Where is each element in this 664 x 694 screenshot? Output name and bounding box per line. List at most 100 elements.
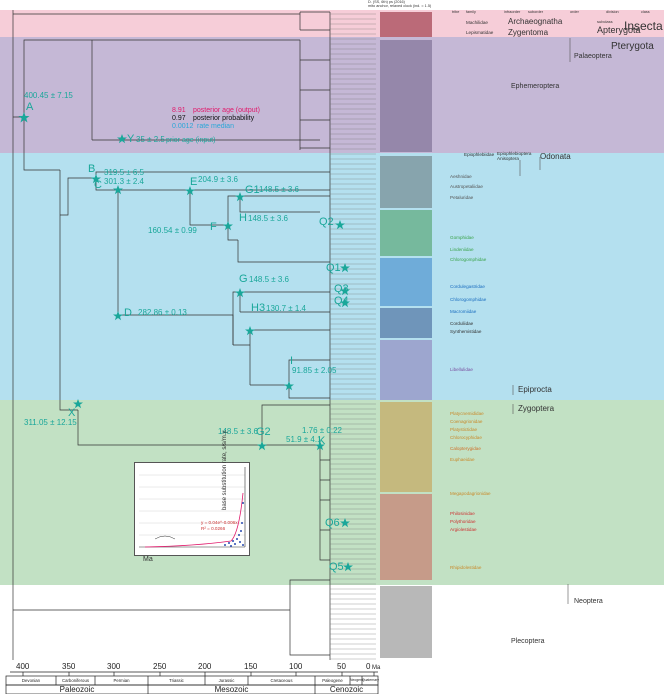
node-Q1: Q1: [326, 262, 341, 274]
node-A-age: 400.45 ± 7.15: [24, 91, 73, 100]
node-H-age: 148.5 ± 3.6: [248, 214, 288, 223]
node-Y-letter: Y: [127, 133, 135, 145]
rank-infraorder: infraorder: [504, 10, 521, 14]
star-G1: [235, 192, 245, 202]
node-X-age: 311.05 ± 12.15: [24, 418, 77, 427]
node-E-letter: E: [190, 176, 198, 188]
node-I-letter: I: [290, 355, 294, 367]
star-X: [73, 399, 83, 409]
node-H-letter: H: [239, 212, 247, 224]
branch-H3: [249, 329, 330, 386]
period-triassic: Triassic: [169, 678, 184, 683]
legend-prob-value: 0.97: [172, 115, 186, 122]
period-permian: Permian: [113, 678, 130, 683]
node-F-letter: F: [210, 221, 217, 233]
family-label: Euphaeidae: [450, 457, 475, 462]
family-label: Cordulegastridae: [450, 284, 485, 289]
period-quaternary: Quaternary: [362, 678, 379, 682]
family-label: Argiolestidae: [450, 527, 477, 532]
node-G-age: 148.5 ± 3.6: [249, 275, 289, 284]
star-A: [18, 112, 30, 123]
taxon-neoptera: Neoptera: [574, 598, 603, 605]
taxon-ephemeroptera: Ephemeroptera: [511, 83, 560, 90]
star-C: [113, 185, 123, 195]
family-label: Lindeniidae: [450, 247, 474, 252]
star-B: [91, 174, 101, 184]
node-D-age: 282.86 ± 0.13: [138, 308, 187, 317]
family-label: Gomphidae: [450, 235, 474, 240]
time-axis: [5, 671, 379, 694]
node-G2-age: 148.5 ± 3.6: [218, 427, 258, 436]
tree-note-1: D. (SS, 6th) ps (2016): [368, 0, 405, 4]
star-D: [113, 311, 123, 321]
taxon-odonata: Odonata: [540, 152, 571, 161]
node-B-letter: B: [88, 163, 96, 175]
star-H3: [245, 326, 255, 336]
star-G2: [257, 441, 267, 451]
family-label: Libellulidae: [450, 367, 473, 372]
tick-400: 400: [16, 662, 30, 671]
period-paleogene: Paleogene: [322, 678, 343, 683]
node-K-age: 51.9 ± 4.1: [286, 435, 322, 444]
tick-100: 100: [289, 662, 303, 671]
star-Q3: [340, 286, 350, 296]
family-label: Polythoridae: [450, 519, 476, 524]
node-E-age: 204.9 ± 3.6: [198, 175, 238, 184]
star-E: [185, 186, 195, 196]
tick-150: 150: [244, 662, 258, 671]
taxon-plecoptera: Plecoptera: [511, 638, 545, 645]
node-C-letter: C: [94, 179, 102, 191]
tick-300: 300: [107, 662, 121, 671]
apterygota-band: [0, 10, 664, 37]
star-Q4: [340, 298, 350, 308]
era-mesozoic: Mesozoic: [214, 685, 249, 694]
family-label: Philosinidae: [450, 511, 475, 516]
era-cenozoic: Cenozoic: [329, 685, 364, 694]
tick-350: 350: [62, 662, 76, 671]
family-label: Macromiidae: [450, 309, 477, 314]
inset-eq1: y = 0.04e^-0.006x: [201, 520, 238, 525]
node-Q6: Q6: [325, 517, 340, 529]
taxon-archaeognatha: Archaeognatha: [508, 17, 563, 26]
star-Y: [117, 134, 127, 144]
star-Q5: [343, 562, 353, 572]
rank-order: order: [570, 10, 579, 14]
inset-eq2: R² = 0.0266: [201, 526, 226, 531]
era-paleozoic: Paleozoic: [59, 685, 95, 694]
rank-class: class: [641, 10, 650, 14]
tick-200: 200: [198, 662, 212, 671]
inset-ylabel: base substitution rate, s/s/m.y.: [222, 429, 228, 510]
node-stars: [18, 112, 353, 572]
node-Q4: Q4: [334, 295, 349, 307]
branch-X: [59, 170, 96, 411]
node-G2-letter: G2: [256, 426, 271, 438]
taxon-zygoptera: Zygoptera: [518, 404, 555, 413]
inset-xlabel: Ma: [143, 556, 153, 563]
tick-0: 0: [366, 662, 371, 671]
legend-rate-value: 0.0012: [172, 123, 194, 130]
tick-250: 250: [153, 662, 167, 671]
family-label: Coenagrionidae: [450, 419, 483, 424]
taxon-anisoptera: Anisoptera: [497, 156, 519, 161]
tick-50: 50: [337, 662, 346, 671]
node-K-letter: K: [318, 435, 326, 447]
rank-suborder: suborder: [528, 10, 543, 14]
taxon-apterygota: Apterygota: [597, 25, 641, 35]
legend-prior-label: prior age (input): [166, 137, 216, 144]
taxon-lepismatidae: Lepismatidae: [466, 30, 494, 35]
tree-note-2: mito anchor, relaxed clock (ind. = 1.5): [368, 4, 432, 8]
family-label: Aeshnidae: [450, 174, 472, 179]
period-jurassic: Jurassic: [218, 678, 235, 683]
node-F-age: 160.54 ± 0.99: [148, 226, 197, 235]
family-label: Chlorogomphidae: [450, 297, 487, 302]
node-C-age: 301.3 ± 2.4: [104, 177, 144, 186]
legend-age-label: posterior age (output): [193, 107, 260, 114]
star-I: [284, 381, 294, 391]
star-G: [235, 288, 245, 298]
node-Q5: Q5: [329, 561, 344, 573]
period-cretaceous: Cretaceous: [270, 678, 293, 683]
taxon-epiprocta: Epiprocta: [518, 385, 552, 394]
period-carboniferous: Carboniferous: [62, 678, 89, 683]
